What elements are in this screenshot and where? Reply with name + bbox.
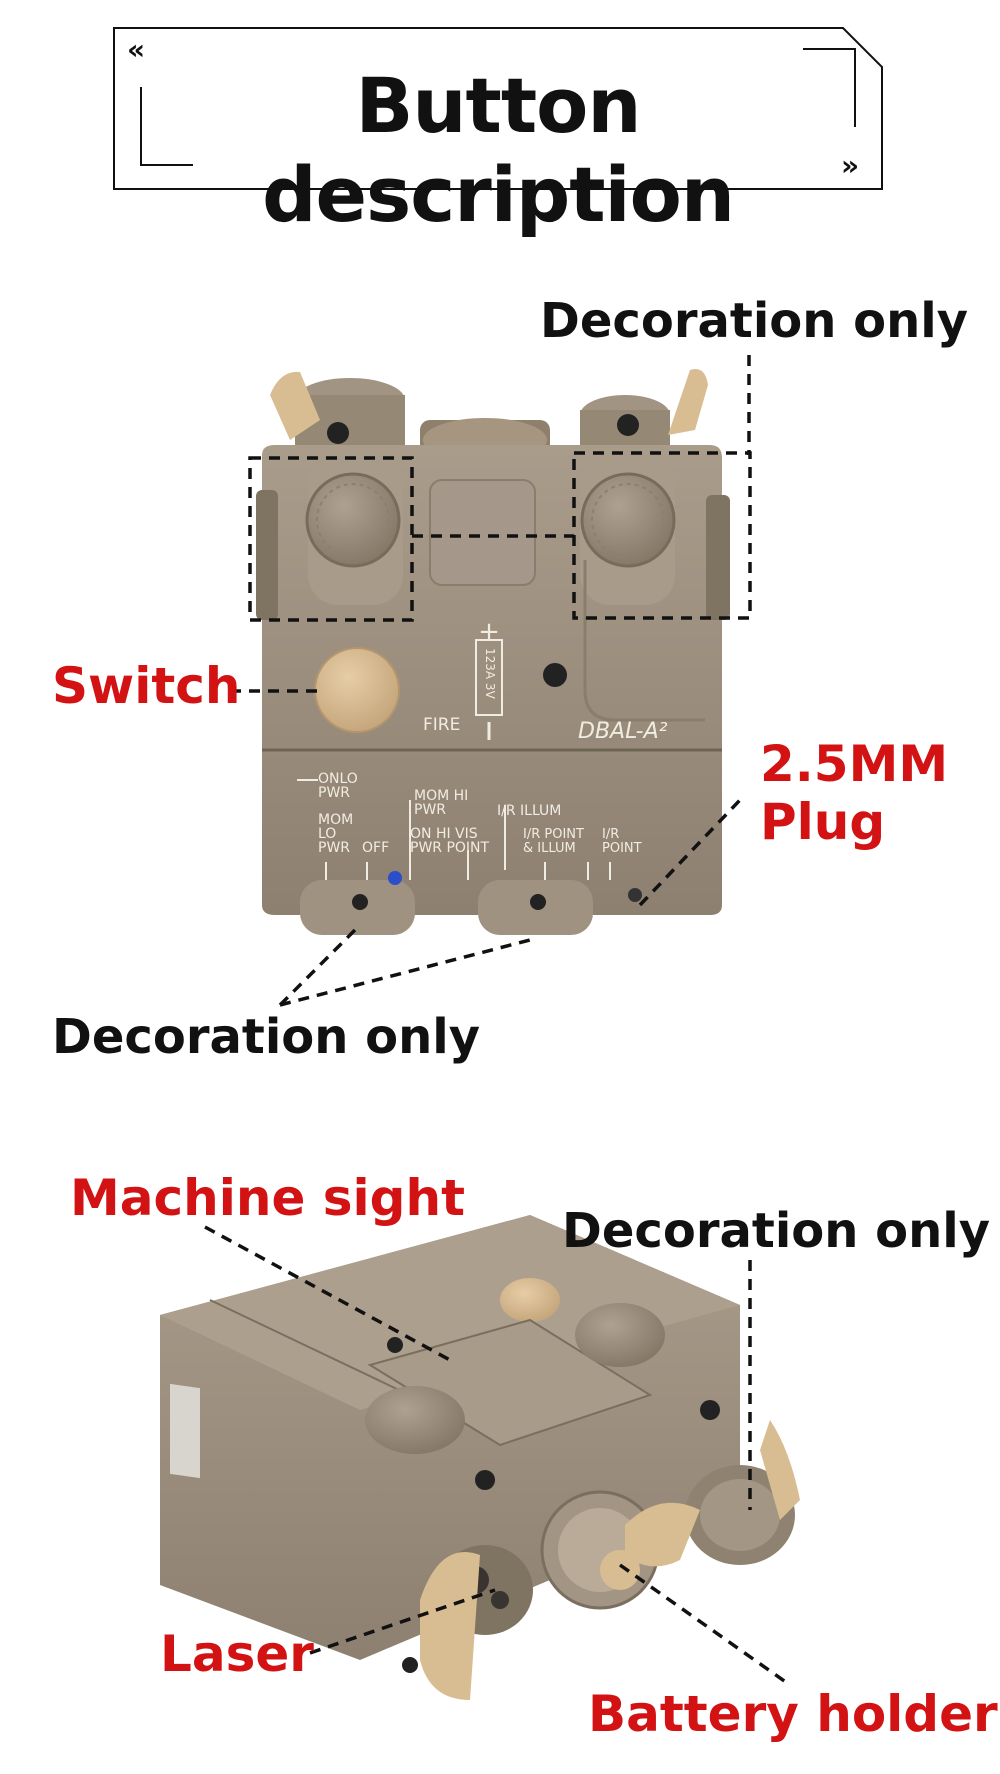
marking-mom-hi: MOM HI: [414, 788, 468, 804]
dial-left: [305, 472, 401, 568]
top-device-callouts: [230, 355, 752, 1007]
marking-ir-point: I/R POINT: [523, 827, 584, 842]
label-decoration-bottom-left: Decoration only: [52, 1009, 481, 1065]
marking-onlo: ONLO: [318, 771, 358, 787]
label-battery-holder: Battery holder: [588, 1685, 998, 1743]
marking-mom: MOM: [318, 812, 353, 828]
chevron-right-icon: »: [841, 149, 860, 182]
marking-mom-hi-pwr: PWR: [414, 802, 446, 818]
label-machine-sight: Machine sight: [70, 1169, 465, 1227]
label-decoration-top-right: Decoration only: [540, 293, 969, 349]
plug-socket: [628, 888, 642, 902]
marking-ir: I/R: [602, 827, 619, 842]
dial-right: [580, 472, 676, 568]
bottom-fire-button: [500, 1278, 560, 1322]
label-plug-line1: 2.5MM: [760, 735, 949, 793]
bottom-device-callouts: [204, 1225, 792, 1687]
model-marking: DBAL-A²: [578, 719, 668, 744]
marking-pwr-point: PWR POINT: [410, 840, 490, 856]
battery-marking: 123A 3V: [483, 648, 497, 700]
title-frame: « » Button description: [113, 27, 883, 239]
label-switch: Switch: [52, 657, 241, 715]
marking-ir-point-2: POINT: [602, 841, 642, 856]
marking-and-illum: & ILLUM: [523, 841, 576, 856]
marking-ir-illum: I/R ILLUM: [497, 803, 561, 819]
laser-flip-cap: [420, 1552, 480, 1700]
label-decoration-right: Decoration only: [562, 1203, 991, 1259]
marking-lo: LO: [318, 826, 336, 842]
top-device: FIRE DBAL-A² + 123A 3V ONLO PWR MOM LO P…: [256, 369, 730, 935]
label-plug-line2: Plug: [760, 793, 886, 851]
marking-off: OFF: [362, 840, 389, 856]
marking-on-hi-vis: ON HI VIS: [410, 826, 478, 842]
flip-tab-left: [270, 371, 320, 440]
page-title: Button description: [262, 61, 735, 239]
battery-plus: +: [478, 617, 500, 647]
title-border: [113, 27, 883, 190]
chevron-left-icon: «: [127, 33, 146, 66]
qr-label: [170, 1383, 200, 1479]
marking-onlo-pwr: PWR: [318, 785, 350, 801]
fire-button: [314, 647, 400, 733]
bottom-device: [160, 1215, 800, 1700]
flip-tab-right: [668, 369, 708, 435]
label-laser: Laser: [160, 1625, 314, 1683]
marking-lo-pwr: PWR: [318, 840, 350, 856]
fire-marking: FIRE: [423, 715, 460, 735]
